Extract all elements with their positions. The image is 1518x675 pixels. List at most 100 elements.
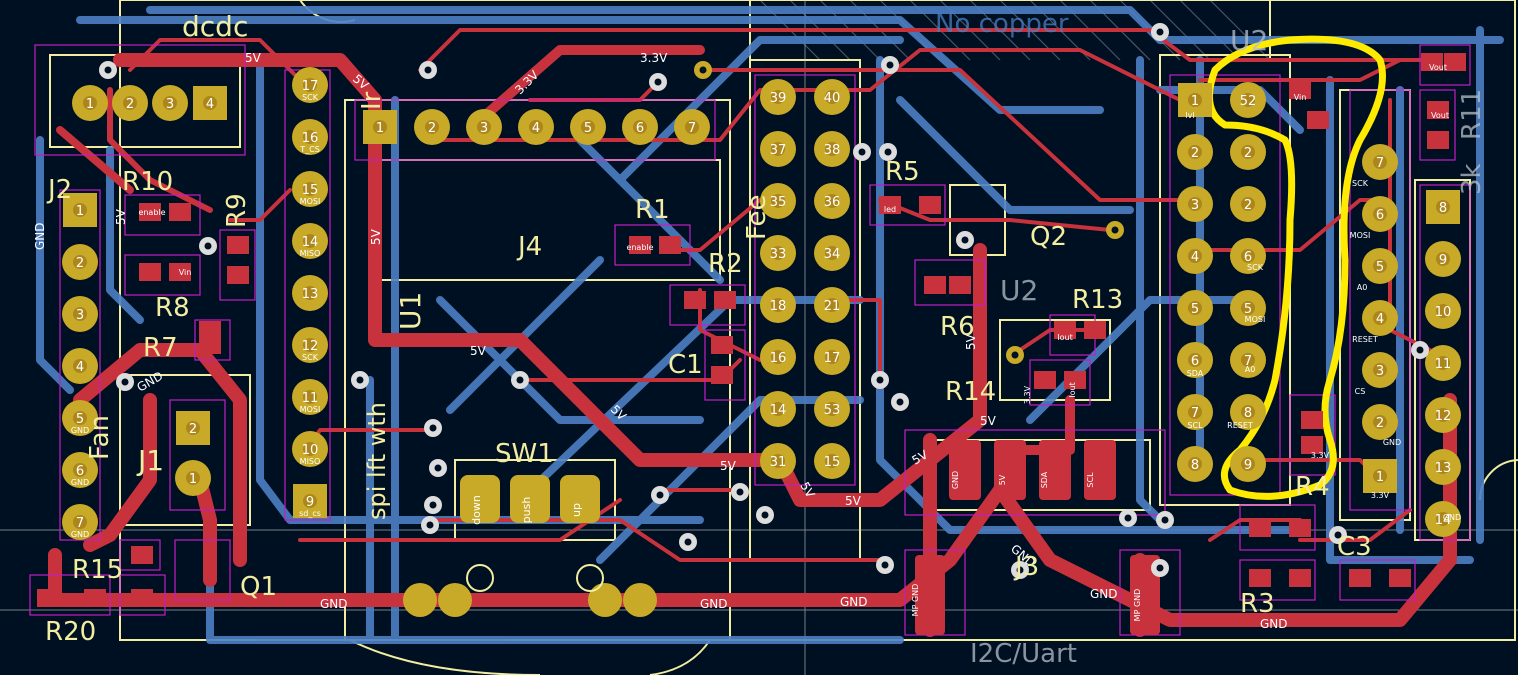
through-hole-pad[interactable]: 3 [152, 85, 188, 121]
designator-label: U2 [1230, 24, 1268, 57]
pad-net-label: GND [1443, 513, 1461, 522]
through-hole-pad[interactable]: 1 [63, 193, 97, 227]
through-hole-pad[interactable]: 37 [760, 131, 796, 167]
switch-pad[interactable]: up [560, 475, 600, 523]
through-hole-pad[interactable]: 8 [1177, 446, 1213, 482]
through-hole-pad[interactable]: 7 [1230, 342, 1266, 378]
through-hole-pad[interactable]: 6 [1177, 342, 1213, 378]
through-hole-pad[interactable]: 1 [1178, 83, 1212, 117]
through-hole-pad[interactable]: 3 [1177, 186, 1213, 222]
through-hole-pad[interactable]: 2 [176, 411, 210, 445]
smd-pad [131, 589, 153, 607]
smd-pad-large [915, 555, 945, 635]
switch-pad[interactable]: push [510, 475, 550, 523]
through-hole-pad[interactable]: 35 [760, 183, 796, 219]
through-hole-pad[interactable]: 5 [1362, 248, 1398, 284]
through-hole-pad[interactable]: 3 [1362, 352, 1398, 388]
through-hole-pad[interactable]: 17 [814, 339, 850, 375]
pad-round [292, 275, 328, 311]
through-hole-pad[interactable]: 36 [814, 183, 850, 219]
through-hole-pad[interactable]: 11 [1425, 345, 1461, 381]
through-hole-pad[interactable]: 52 [1230, 82, 1266, 118]
via-drill [881, 561, 889, 569]
through-hole-pad[interactable]: 2 [1230, 186, 1266, 222]
through-hole-pad[interactable]: 4 [193, 86, 227, 120]
pad-round [1425, 449, 1461, 485]
through-hole-pad[interactable]: 7 [1362, 144, 1398, 180]
through-hole-pad[interactable]: 38 [814, 131, 850, 167]
pad-number: 33 [770, 247, 787, 262]
through-hole-pad[interactable]: 2 [1177, 134, 1213, 170]
through-hole-pad[interactable]: 14 [1425, 501, 1461, 537]
through-hole-pad[interactable]: 6 [1362, 196, 1398, 232]
through-hole-pad[interactable]: 9sd_cs [293, 484, 327, 518]
through-hole-pad[interactable]: 1 [175, 460, 211, 496]
through-hole-pad[interactable]: 9 [1425, 241, 1461, 277]
through-hole-pad[interactable]: 4 [1362, 300, 1398, 336]
through-hole-pad[interactable]: 14 [760, 391, 796, 427]
via-drill [761, 511, 769, 519]
through-hole-pad[interactable]: 34 [814, 235, 850, 271]
pad-number: 2 [1376, 416, 1384, 431]
through-hole-pad[interactable]: 8 [1230, 394, 1266, 430]
through-hole-pad[interactable]: 2 [414, 109, 450, 145]
through-hole-pad[interactable]: 4 [62, 348, 98, 384]
smd-pad [1307, 111, 1329, 129]
through-hole-pad[interactable]: 6 [1230, 238, 1266, 274]
through-hole-pad[interactable]: 13 [292, 275, 328, 311]
switch-pad[interactable]: down [460, 475, 500, 525]
through-hole-pad[interactable]: 7 [1177, 394, 1213, 430]
through-hole-pad[interactable]: 3 [466, 109, 502, 145]
through-hole-pad[interactable]: 18 [760, 287, 796, 323]
through-hole-pad[interactable]: 4 [518, 109, 554, 145]
pad-drill [1241, 457, 1255, 471]
through-hole-pad[interactable]: 1 [1363, 459, 1397, 493]
through-hole-pad[interactable]: 6 [622, 109, 658, 145]
through-hole-pad[interactable]: 5 [570, 109, 606, 145]
through-hole-pad[interactable]: 53 [814, 391, 850, 427]
through-hole-pad[interactable]: 16 [760, 339, 796, 375]
through-hole-pad[interactable]: 1 [72, 85, 108, 121]
pad-round [674, 109, 710, 145]
through-hole-pad[interactable]: 5 [1230, 290, 1266, 326]
through-hole-pad[interactable]: 4 [1177, 238, 1213, 274]
through-hole-pad[interactable]: 39 [760, 79, 796, 115]
through-hole-pad[interactable]: 2 [1362, 404, 1398, 440]
through-hole-pad[interactable]: 2 [1230, 134, 1266, 170]
through-hole-pad[interactable]: 15 [814, 443, 850, 479]
through-hole-pad[interactable]: 5 [1177, 290, 1213, 326]
smd-pad [1289, 519, 1311, 537]
through-hole-pad[interactable]: 1 [363, 110, 397, 144]
through-hole-pad[interactable]: 2 [112, 85, 148, 121]
pad-drill [477, 120, 491, 134]
pad-drill [1436, 408, 1450, 422]
through-hole-pad[interactable]: 12 [1425, 397, 1461, 433]
designator-label: R13 [1072, 285, 1123, 315]
through-hole-pad[interactable]: 9 [1230, 446, 1266, 482]
through-hole-pad[interactable]: 7 [674, 109, 710, 145]
through-hole-pad[interactable]: 33 [760, 235, 796, 271]
through-hole-pad[interactable]: 13 [1425, 449, 1461, 485]
through-hole-pad[interactable]: 21 [814, 287, 850, 323]
through-hole-pad[interactable]: 31 [760, 443, 796, 479]
through-hole-pad[interactable]: 40 [814, 79, 850, 115]
pad-number: 34 [824, 247, 841, 262]
through-hole-pad[interactable]: 3 [62, 296, 98, 332]
via-drill [1011, 351, 1019, 359]
pad-square [193, 86, 227, 120]
through-hole-pad[interactable]: 2 [62, 244, 98, 280]
through-hole-pad[interactable]: 16T_CS [292, 119, 328, 155]
pad-round [1425, 397, 1461, 433]
through-hole-pad[interactable]: 10 [1425, 293, 1461, 329]
through-hole-pad[interactable]: 8 [1426, 190, 1460, 224]
